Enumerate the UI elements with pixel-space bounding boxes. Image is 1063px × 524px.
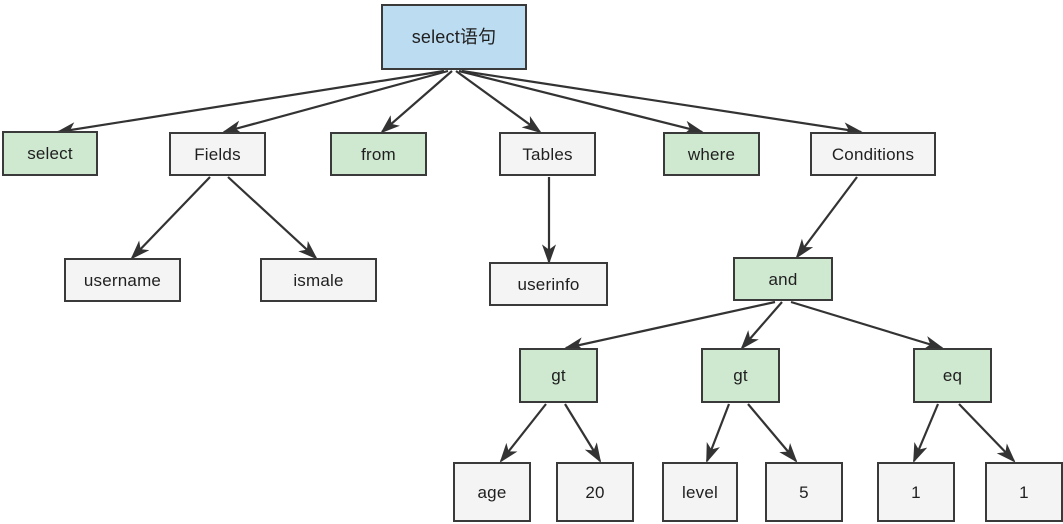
edge-fields-to-ismale — [227, 176, 318, 260]
node-label: ismale — [293, 270, 344, 290]
node-five[interactable]: 5 — [765, 462, 843, 522]
edge-eq1-to-one_a — [912, 403, 940, 464]
node-label: 5 — [799, 482, 809, 502]
node-select[interactable]: select — [2, 131, 98, 176]
node-label: Fields — [194, 144, 241, 164]
node-eq1[interactable]: eq — [913, 348, 992, 403]
edge-root-to-fields — [221, 69, 449, 135]
node-one_a[interactable]: 1 — [877, 462, 955, 522]
node-label: 20 — [585, 482, 605, 502]
node-one_b[interactable]: 1 — [985, 462, 1063, 522]
edge-root-to-tables — [455, 70, 542, 134]
node-from[interactable]: from — [330, 132, 427, 176]
node-label: eq — [942, 366, 963, 385]
node-label: from — [361, 144, 396, 164]
edge-gt2-to-five — [747, 403, 798, 463]
edge-root-to-select — [55, 69, 445, 137]
node-username[interactable]: username — [64, 258, 181, 302]
edge-gt1-to-age — [499, 403, 547, 463]
node-where[interactable]: where — [663, 132, 760, 176]
edge-fields-to-username — [130, 176, 211, 260]
node-userinfo[interactable]: userinfo — [489, 262, 608, 306]
node-label: 1 — [1019, 482, 1029, 502]
node-label: gt — [733, 366, 748, 385]
edge-and-to-gt1 — [563, 300, 776, 352]
node-gt1[interactable]: gt — [519, 348, 598, 403]
edge-root-to-where — [458, 69, 705, 135]
edge-eq1-to-one_b — [958, 403, 1016, 463]
node-label: level — [682, 482, 718, 502]
edge-root-to-conditions — [461, 69, 864, 137]
node-conditions[interactable]: Conditions — [810, 132, 936, 176]
node-label: age — [477, 482, 507, 502]
node-fields[interactable]: Fields — [169, 132, 266, 176]
edge-conditions-to-and — [795, 176, 858, 259]
node-level[interactable]: level — [662, 462, 738, 522]
edge-gt2-to-level — [705, 403, 731, 464]
node-label: select语句 — [411, 27, 497, 47]
node-label: 1 — [911, 482, 921, 502]
node-label: Conditions — [831, 144, 915, 164]
node-label: username — [83, 270, 162, 290]
node-gt2[interactable]: gt — [701, 348, 780, 403]
node-label: gt — [551, 366, 566, 385]
edge-and-to-gt2 — [740, 301, 783, 350]
node-age[interactable]: age — [453, 462, 531, 522]
node-root[interactable]: select语句 — [381, 4, 527, 70]
edge-root-to-from — [380, 70, 453, 134]
node-label: select — [27, 144, 73, 163]
node-twenty[interactable]: 20 — [556, 462, 634, 522]
node-label: and — [768, 269, 798, 289]
node-label: userinfo — [517, 274, 580, 294]
node-and[interactable]: and — [733, 257, 833, 301]
edge-and-to-eq1 — [790, 300, 945, 350]
node-label: where — [687, 144, 736, 164]
node-ismale[interactable]: ismale — [260, 258, 377, 302]
node-label: Tables — [522, 144, 573, 164]
edge-gt1-to-twenty — [564, 403, 602, 463]
node-tables[interactable]: Tables — [499, 132, 596, 176]
